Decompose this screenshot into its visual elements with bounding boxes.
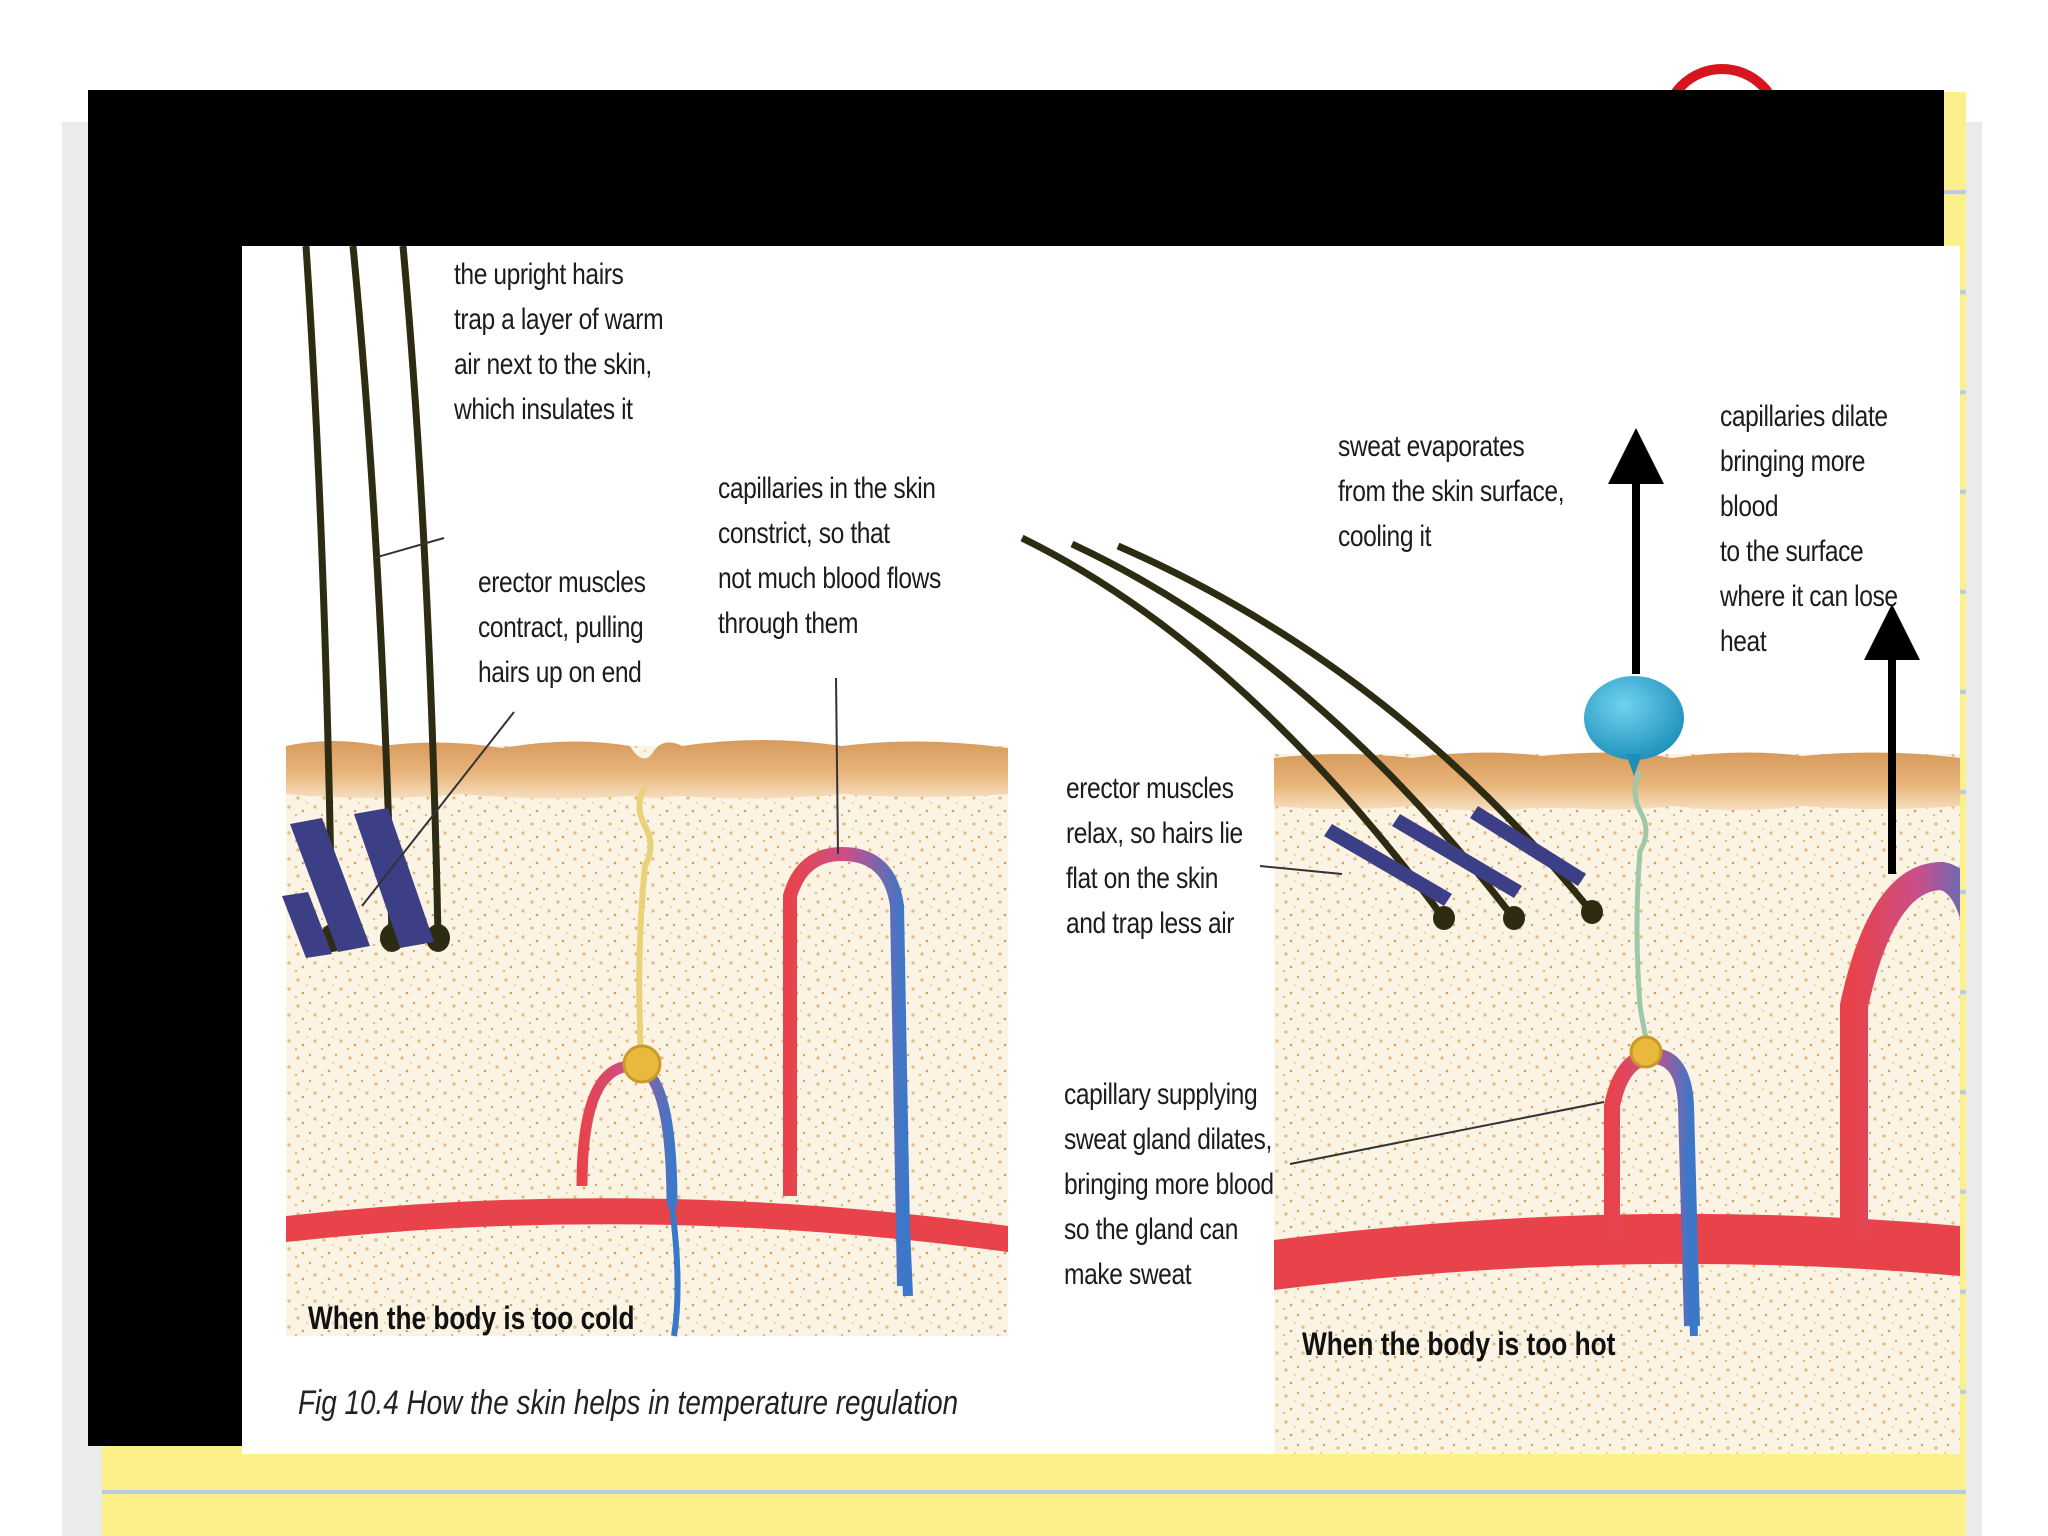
- caption-too-cold: When the body is too cold: [308, 1300, 635, 1336]
- skin-temperature-diagram: [282, 246, 1960, 1454]
- cold-skin-section: [282, 246, 1008, 1337]
- label-capillary-supplying-sweat-gland: capillary supplying sweat gland dilates,…: [1064, 1078, 1274, 1291]
- figure-panel: the upright hairs trap a layer of warm a…: [242, 246, 1960, 1454]
- label-capillaries-constrict: capillaries in the skin constrict, so th…: [718, 472, 941, 640]
- label-erector-muscles-relax: erector muscles relax, so hairs lie flat…: [1066, 772, 1243, 940]
- label-upright-hairs: the upright hairs trap a layer of warm a…: [454, 258, 664, 426]
- label-sweat-evaporates: sweat evaporates from the skin surface, …: [1338, 430, 1565, 553]
- caption-too-hot: When the body is too hot: [1302, 1326, 1616, 1362]
- sweat-droplet: [1584, 676, 1684, 760]
- figure-caption: Fig 10.4 How the skin helps in temperatu…: [298, 1384, 959, 1422]
- hot-skin-section: [1020, 428, 1960, 1454]
- slide-frame: the upright hairs trap a layer of warm a…: [88, 90, 1960, 1454]
- label-erector-muscles-contract: erector muscles contract, pulling hairs …: [478, 566, 646, 689]
- label-capillaries-dilate: capillaries dilate bringing more blood t…: [1720, 400, 1898, 658]
